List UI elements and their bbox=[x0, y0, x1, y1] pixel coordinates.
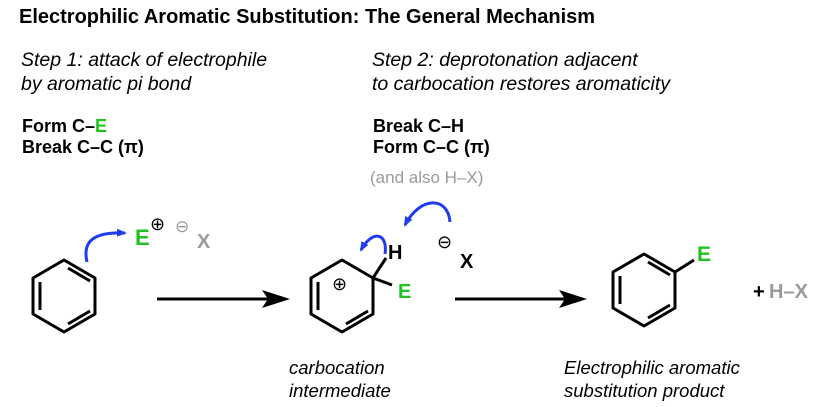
curved-arrow-ch-bond bbox=[359, 234, 387, 255]
plus-sign: + bbox=[753, 281, 765, 303]
base-minus-charge: ⊖ bbox=[437, 232, 452, 252]
step1-line1: Step 1: attack of electrophile bbox=[21, 49, 268, 71]
step1-line2: by aromatic pi bond bbox=[21, 73, 192, 95]
carbocation-plus-charge: ⊕ bbox=[332, 274, 347, 294]
step2-note: (and also H–X) bbox=[370, 168, 484, 187]
curved-arrow-deprotonation bbox=[403, 201, 452, 227]
step1-description: Step 1: attack of electrophile by aromat… bbox=[21, 48, 267, 96]
carbocation-ring bbox=[309, 257, 393, 334]
step1-break-bond: Break C–C (π) bbox=[22, 137, 144, 157]
electrophile-label: E bbox=[135, 225, 150, 250]
step2-break-bond: Break C–H bbox=[373, 116, 465, 136]
hydrogen-label: H bbox=[388, 242, 402, 264]
intermediate-caption: carbocation intermediate bbox=[289, 357, 391, 401]
step2-description: Step 2: deprotonation adjacent to carboc… bbox=[372, 48, 670, 96]
step1-form-bond: Form C–E bbox=[22, 116, 108, 136]
step2-line1: Step 2: deprotonation adjacent bbox=[372, 49, 638, 71]
intermediate-electrophile-label: E bbox=[398, 281, 411, 303]
product-electrophile-label: E bbox=[697, 243, 711, 266]
electrophile-plus-charge: ⊕ bbox=[150, 214, 165, 234]
counterion-label: X bbox=[197, 231, 211, 253]
counterion-minus-charge: ⊖ bbox=[175, 217, 189, 236]
curved-arrow-pi-attack bbox=[84, 228, 127, 263]
reaction-arrow-2 bbox=[455, 290, 587, 308]
step2-form-bond: Form C–C (π) bbox=[373, 137, 490, 157]
product-caption: Electrophilic aromatic substitution prod… bbox=[564, 357, 740, 401]
base-label: X bbox=[460, 251, 474, 273]
step2-bonds: Break C–H Form C–C (π) bbox=[373, 116, 490, 158]
benzene-molecule bbox=[31, 258, 97, 334]
byproduct-label: H–X bbox=[769, 281, 809, 303]
product-molecule bbox=[611, 252, 695, 328]
page-title: Electrophilic Aromatic Substitution: The… bbox=[19, 6, 596, 28]
step1-bonds: Form C–E Break C–C (π) bbox=[22, 116, 144, 158]
step2-line2: to carbocation restores aromaticity bbox=[372, 73, 671, 95]
reaction-arrow-1 bbox=[157, 290, 290, 308]
